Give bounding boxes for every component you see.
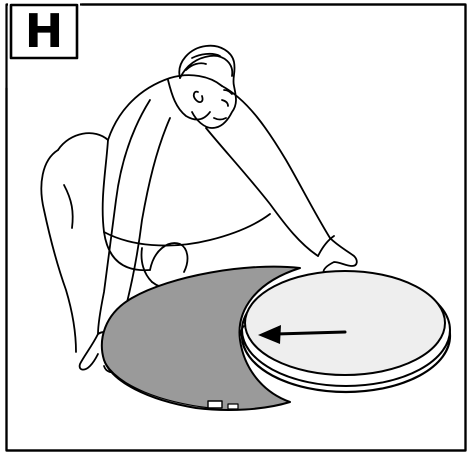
mat-hinge <box>208 401 222 408</box>
step-label: H <box>13 5 75 57</box>
mat-clip <box>228 404 238 409</box>
